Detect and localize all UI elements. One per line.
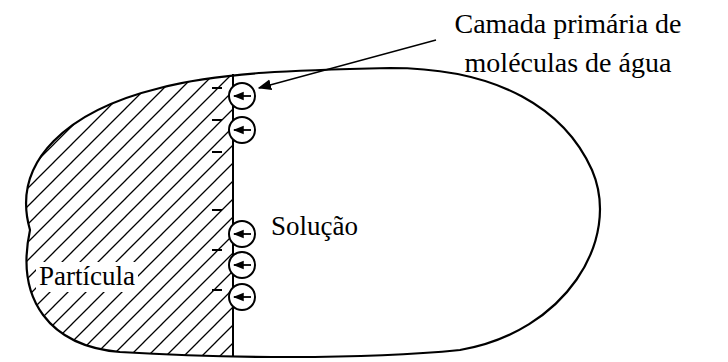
interface-line <box>232 74 234 357</box>
region-label: Partícula <box>36 262 138 292</box>
region-label: Solução <box>268 212 361 242</box>
solution-region: Solução <box>268 212 361 242</box>
blob-outline <box>26 68 600 357</box>
particle-hatching <box>0 0 233 362</box>
water-molecules <box>229 83 255 310</box>
callout-label: Camada primária de moléculas de água <box>413 4 723 82</box>
particle-region: Partícula <box>36 262 138 292</box>
leader-line <box>259 40 436 88</box>
negative-charges <box>212 88 222 290</box>
